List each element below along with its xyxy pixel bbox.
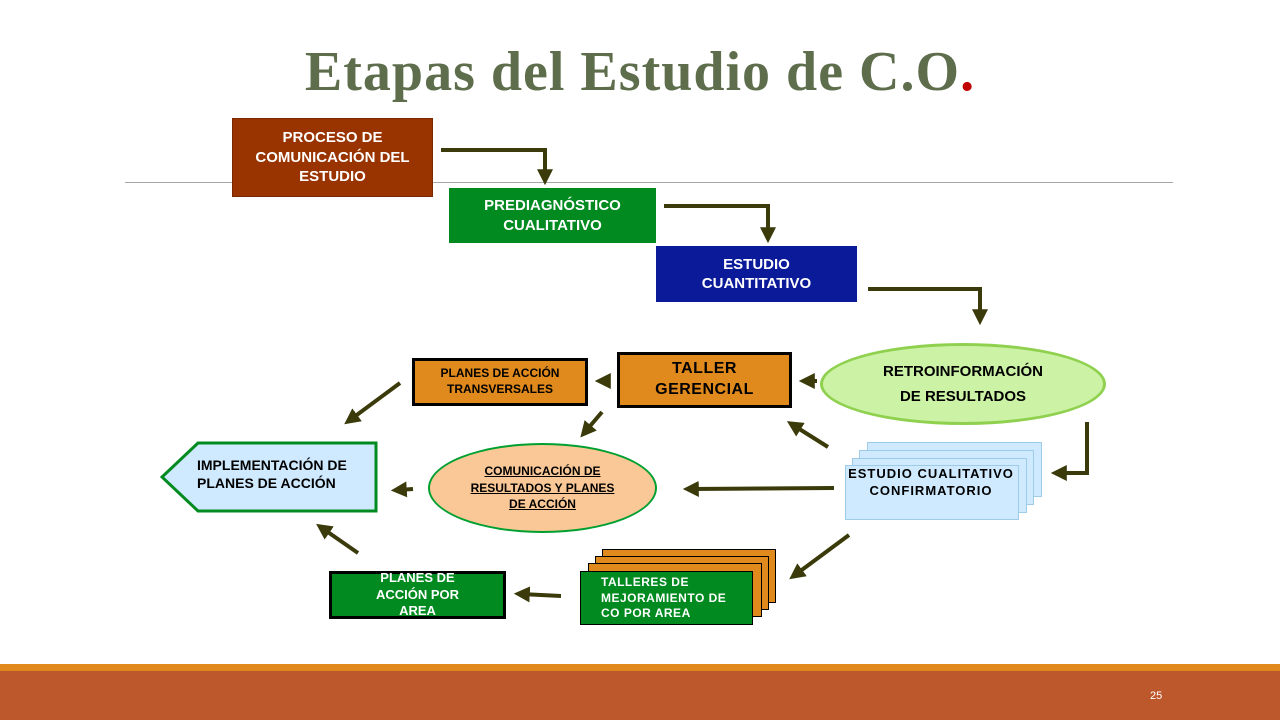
- slide-title-text: Etapas del Estudio de C.O: [304, 41, 961, 103]
- arrow-taller-to-comunicacion: [580, 410, 604, 438]
- node-estudio-cuantitativo: ESTUDIO CUANTITATIVO: [656, 246, 857, 302]
- node-planes-transversales: PLANES DE ACCIÓN TRANSVERSALES: [412, 358, 588, 406]
- node-taller-gerencial: TALLER GERENCIAL: [617, 352, 792, 408]
- node-comunicacion-resultados: COMUNICACIÓN DE RESULTADOS Y PLANES DE A…: [428, 443, 657, 533]
- arrow-retroinformacion-to-confirmatorio: [1050, 422, 1089, 481]
- arrow-comunicacion-to-implementacion: [390, 481, 414, 498]
- arrow-cuantitativo-to-retroinformacion: [868, 287, 988, 326]
- slide-title-dot: .: [960, 41, 976, 103]
- arrow-confirmatorio-to-comunicacion: [682, 480, 835, 497]
- node-retroinformacion: RETROINFORMACIÓN DE RESULTADOS: [820, 343, 1106, 425]
- footer-band: [0, 671, 1280, 720]
- node-implementacion-shape: [160, 441, 378, 513]
- arrow-prediagnostico-to-cuantitativo: [664, 204, 776, 244]
- node-implementacion-label: IMPLEMENTACIÓN DE PLANES DE ACCIÓN: [197, 457, 347, 491]
- node-talleres-mejoramiento: TALLERES DE MEJORAMIENTO DE CO POR AREA: [580, 571, 753, 625]
- node-talleres-label: TALLERES DE MEJORAMIENTO DE CO POR AREA: [601, 575, 727, 621]
- arrow-talleres-to-planes-area: [513, 586, 562, 603]
- arrow-planes-area-to-implementacion: [316, 523, 360, 555]
- node-planes-por-area: PLANES DE ACCIÓN POR AREA: [329, 569, 506, 619]
- arrow-transversales-to-implementacion: [344, 381, 402, 425]
- node-confirmatorio-label: ESTUDIO CUALITATIVO CONFIRMATORIO: [848, 466, 1014, 498]
- arrow-confirmatorio-to-taller: [786, 421, 830, 449]
- node-taller-label: TALLER GERENCIAL: [655, 360, 754, 398]
- node-comunicacion-label: COMUNICACIÓN DE RESULTADOS Y PLANES DE A…: [470, 463, 615, 512]
- node-proceso-comunicacion: PROCESO DE COMUNICACIÓN DEL ESTUDIO: [232, 118, 433, 197]
- footer-accent-line: [0, 664, 1280, 671]
- page-number: 25: [1150, 690, 1163, 702]
- slide-title: Etapas del Estudio de C.O.: [0, 40, 1280, 104]
- node-prediagnostico: PREDIAGNÓSTICO CUALITATIVO: [449, 188, 656, 243]
- node-retroinformacion-line1: RETROINFORMACIÓN: [883, 362, 1043, 380]
- node-estudio-confirmatorio: [845, 465, 1019, 520]
- node-proceso-label: PROCESO DE COMUNICACIÓN DEL ESTUDIO: [255, 129, 410, 186]
- node-retroinformacion-line2: DE RESULTADOS: [899, 388, 1027, 405]
- title-divider: [125, 182, 1173, 183]
- node-planes-area-label: PLANES DE ACCIÓN POR AREA: [375, 569, 460, 619]
- arrow-proceso-to-prediagnostico: [441, 148, 553, 186]
- node-prediagnostico-label: PREDIAGNÓSTICO CUALITATIVO: [484, 197, 621, 234]
- node-cuantitativo-label: ESTUDIO CUANTITATIVO: [701, 255, 812, 293]
- arrow-confirmatorio-to-talleres: [789, 533, 851, 580]
- node-transversales-label: PLANES DE ACCIÓN TRANSVERSALES: [440, 366, 560, 396]
